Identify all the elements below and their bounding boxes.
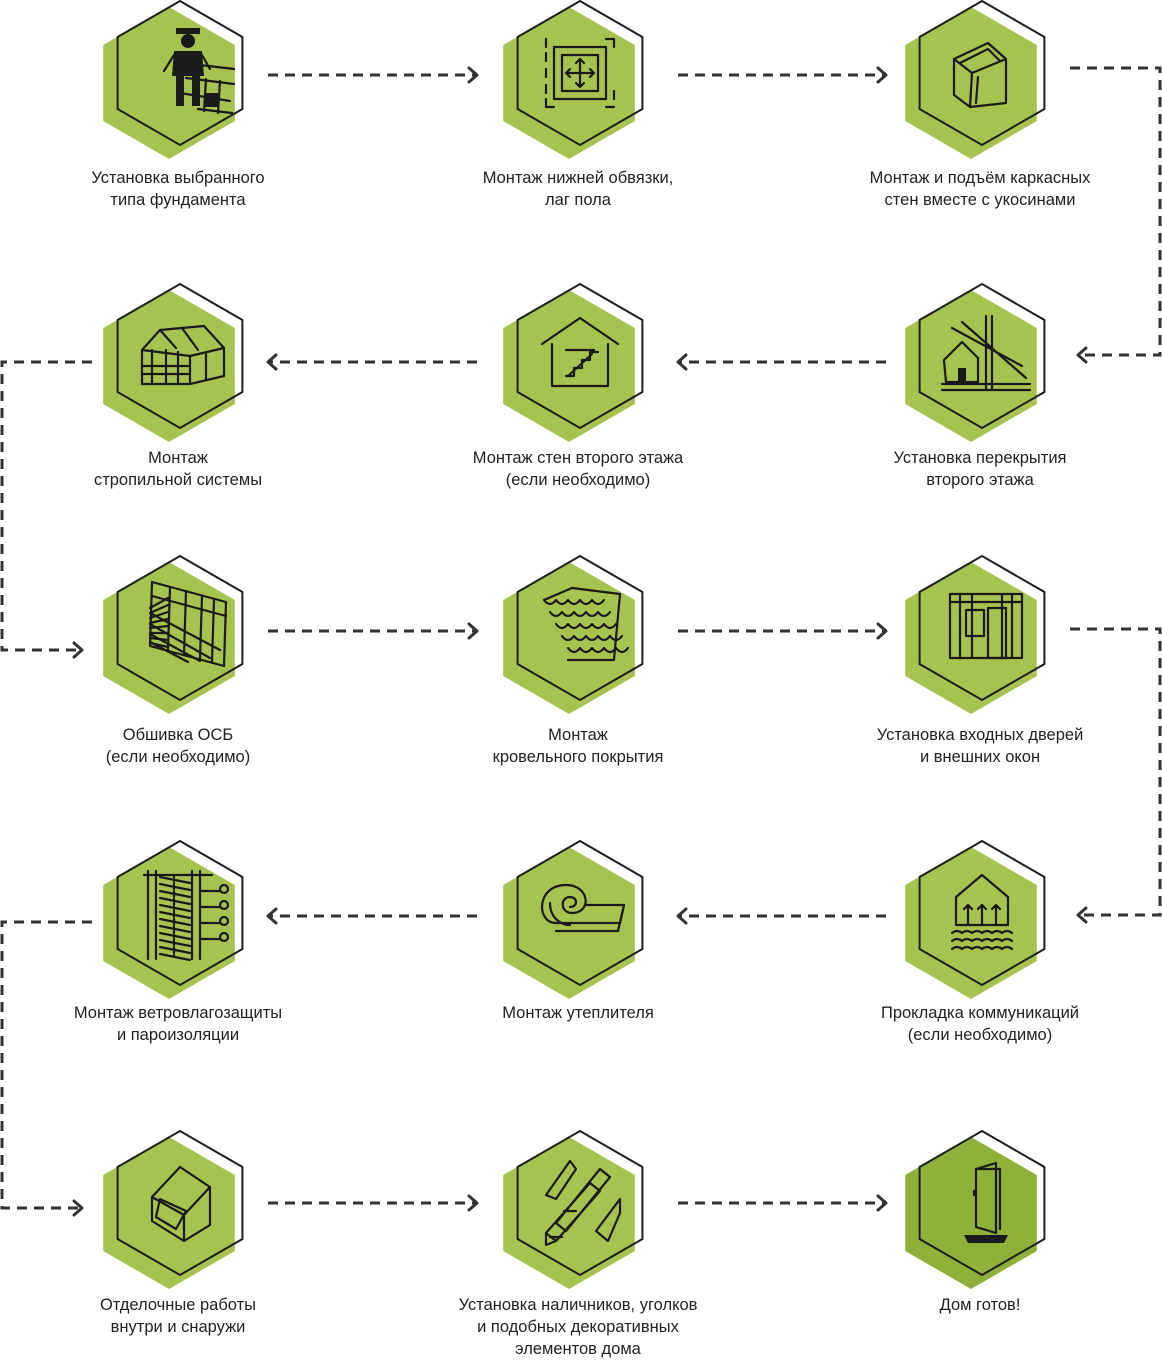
arrow-left-icon: [266, 907, 278, 925]
arrow-right-icon: [876, 66, 888, 84]
arrow-right-icon: [876, 1194, 888, 1212]
step-label: Монтаж стропильной системы: [93, 449, 263, 489]
step-node: [905, 0, 1046, 159]
step-node: [905, 282, 1046, 442]
arrow-right-icon: [72, 1199, 84, 1217]
open-door-icon: [964, 1161, 1008, 1243]
hexagon-outline: [918, 0, 1046, 147]
hexagon-outline: [116, 1129, 244, 1277]
stairs-house-icon: [540, 316, 620, 388]
connector-line: [1070, 66, 1162, 357]
arrow-right-icon: [467, 66, 479, 84]
hexagon-fill: [905, 290, 1037, 442]
trim-elements-icon: [544, 1159, 622, 1247]
step-label: Установка выбранного типа фундамента: [91, 169, 265, 209]
step-node: [503, 1129, 644, 1289]
step-label: Установка перекрытия второго этажа: [893, 449, 1067, 489]
arrow-left-icon: [676, 353, 688, 371]
arrow-left-icon: [1076, 346, 1088, 364]
hexagon-outline: [116, 282, 244, 430]
step-node: [905, 1129, 1046, 1289]
step-node: [103, 1129, 244, 1289]
arrow-right-icon: [876, 622, 888, 640]
hexagon-fill: [905, 847, 1037, 999]
hexagon-fill: [503, 7, 635, 159]
hexagon-fill: [103, 1137, 235, 1289]
hexagon-fill: [905, 1137, 1037, 1289]
hexagon-fill: [503, 1137, 635, 1289]
step-nodes: [103, 0, 1046, 1289]
step-label: Установка наличников, уголков и подобных…: [458, 1296, 698, 1358]
door-window-icon: [948, 592, 1024, 660]
finishing-icon: [150, 1165, 212, 1243]
step-label: Прокладка коммуникаций (если необходимо): [880, 1004, 1080, 1044]
step-label: Монтаж кровельного покрытия: [492, 726, 664, 766]
step-node: [503, 554, 644, 714]
hexagon-outline: [918, 554, 1046, 702]
roof-tile-icon: [542, 586, 630, 662]
step-label: Монтаж утеплителя: [502, 1004, 654, 1022]
hexagon-outline: [918, 1129, 1046, 1277]
step-label: Отделочные работы внутри и снаружи: [99, 1296, 257, 1336]
hexagon-fill: [503, 290, 635, 442]
arrow-right-icon: [72, 641, 84, 659]
arrow-left-icon: [1076, 906, 1088, 924]
insulation-roll-icon: [541, 883, 626, 933]
step-label: Установка входных дверей и внешних окон: [876, 726, 1084, 766]
hexagon-outline: [116, 839, 244, 987]
hexagon-outline: [516, 282, 644, 430]
step-label: Монтаж и подъём каркасных стен вместе с …: [869, 169, 1091, 209]
utilities-icon: [950, 873, 1014, 951]
step-node: [103, 554, 244, 714]
house-floor-icon: [940, 314, 1032, 392]
floor-plan-icon: [544, 37, 616, 109]
step-label: Монтаж ветровлагозащиты и пароизоляции: [73, 1004, 283, 1044]
connector-line: [0, 360, 92, 652]
hexagon-outline: [918, 282, 1046, 430]
arrow-right-icon: [467, 1194, 479, 1212]
hexagon-outline: [516, 839, 644, 987]
connector-line: [0, 920, 92, 1210]
hexagon-fill: [103, 847, 235, 999]
connectors: [0, 66, 1162, 1217]
step-node: [905, 839, 1046, 999]
arrow-right-icon: [467, 622, 479, 640]
step-label: Монтаж стен второго этажа (если необходи…: [472, 449, 684, 489]
step-node: [103, 282, 244, 442]
hexagon-fill: [503, 562, 635, 714]
arrow-left-icon: [676, 907, 688, 925]
hexagon-outline: [918, 839, 1046, 987]
membrane-icon: [142, 869, 230, 962]
osb-panel-icon: [148, 580, 228, 668]
step-node: [503, 0, 644, 159]
step-node: [503, 282, 644, 442]
hexagon-fill: [103, 7, 235, 159]
step-node: [103, 0, 244, 159]
step-node: [103, 839, 244, 999]
connector-line: [1070, 627, 1162, 917]
step-label: Монтаж нижней обвязки, лаг пола: [482, 169, 674, 209]
hexagon-outline: [116, 0, 244, 147]
worker-icon: [162, 28, 236, 115]
wall-frame-icon: [952, 41, 1008, 109]
arrow-left-icon: [266, 353, 278, 371]
hexagon-outline: [516, 554, 644, 702]
hexagon-outline: [516, 0, 644, 147]
step-node: [503, 839, 644, 999]
step-label: Дом готов!: [939, 1296, 1021, 1314]
hexagon-outline: [516, 1129, 644, 1277]
hexagon-outline: [116, 554, 244, 702]
roof-frame-icon: [140, 324, 226, 386]
step-label: Обшивка ОСБ (если необходимо): [105, 726, 251, 766]
step-node: [905, 554, 1046, 714]
